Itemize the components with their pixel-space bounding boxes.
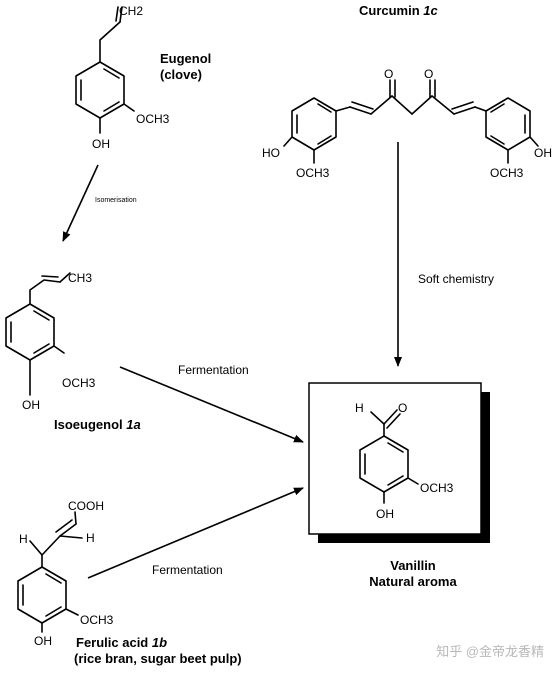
ferulic-h-left-label: H: [19, 532, 28, 546]
isoeugenol-oh-label: OH: [22, 398, 40, 412]
curcumin-oh-label: OH: [534, 146, 552, 160]
ferulic-acid-source: (rice bran, sugar beet pulp): [74, 651, 242, 666]
fermentation-label-2: Fermentation: [152, 563, 223, 577]
eugenol-oh-label: OH: [92, 137, 110, 151]
vanillin-oh-label: OH: [376, 507, 394, 521]
ferulic-acid-name: Ferulic acid 1b: [76, 635, 167, 650]
isomerisation-arrow: [62, 164, 99, 242]
ferulic-acid-structure: [17, 511, 83, 633]
eugenol-ch2-label: CH2: [119, 4, 143, 18]
isoeugenol-och3-label: OCH3: [62, 376, 96, 390]
eugenol-och3-label: OCH3: [136, 112, 170, 126]
fermentation-arrow-1: [119, 366, 304, 443]
curcumin-structure: [283, 79, 539, 164]
curcumin-och3-right-label: OCH3: [490, 166, 524, 180]
fermentation-arrow-2: [87, 487, 304, 579]
eugenol-name: Eugenol: [160, 51, 211, 66]
vanillin-name: Vanillin: [390, 558, 436, 573]
vanillin-box: [308, 382, 482, 535]
watermark-text: 知乎 @金帝龙香精: [436, 644, 544, 659]
ferulic-oh-label: OH: [34, 634, 52, 648]
fermentation-label-1: Fermentation: [178, 363, 249, 377]
vanillin-h-label: H: [355, 401, 364, 415]
isoeugenol-structure: [5, 272, 71, 396]
isoeugenol-ch3-label: CH3: [68, 271, 92, 285]
curcumin-o2-label: O: [424, 67, 433, 81]
vanillin-subtitle: Natural aroma: [369, 574, 457, 589]
curcumin-ho-label: HO: [262, 146, 280, 160]
vanillin-o-label: O: [398, 401, 407, 415]
isoeugenol-name: Isoeugenol 1a: [54, 417, 141, 432]
curcumin-o1-label: O: [384, 67, 393, 81]
ferulic-cooh-label: COOH: [68, 499, 104, 513]
soft-chemistry-label: Soft chemistry: [418, 272, 494, 286]
curcumin-och3-left-label: OCH3: [296, 166, 330, 180]
ferulic-och3-label: OCH3: [80, 613, 114, 627]
ferulic-h-right-label: H: [86, 531, 95, 545]
eugenol-structure: [75, 6, 135, 134]
vanillin-och3-label: OCH3: [420, 481, 454, 495]
curcumin-name: Curcumin 1c: [359, 3, 439, 18]
vanillin-structure: [359, 409, 419, 504]
eugenol-source: (clove): [160, 67, 202, 82]
isomerisation-label: Isomerisation: [95, 197, 137, 204]
